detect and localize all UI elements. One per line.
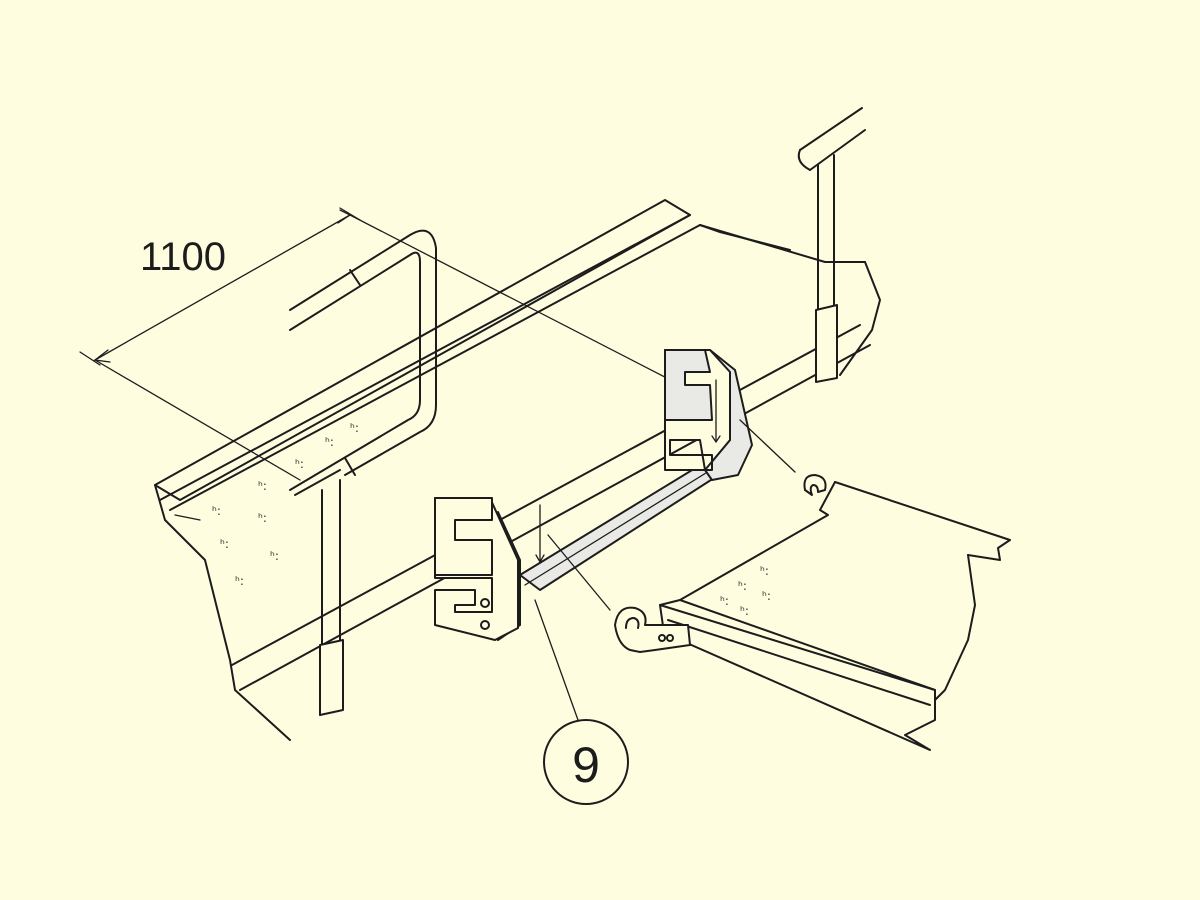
svg-text:ʰ꞉: ʰ꞉	[295, 457, 304, 471]
dimension-1100: 1100	[79, 207, 691, 481]
front-bracket	[434, 497, 545, 641]
leader-lines	[534, 419, 796, 721]
right-post	[797, 107, 866, 383]
svg-text:ʰ꞉: ʰ꞉	[258, 511, 267, 525]
svg-text:ʰ꞉: ʰ꞉	[220, 537, 229, 551]
callout-number: 9	[572, 737, 600, 793]
svg-text:ʰ꞉: ʰ꞉	[235, 574, 244, 588]
svg-text:ʰ꞉: ʰ꞉	[258, 479, 267, 493]
svg-text:ʰ꞉: ʰ꞉	[760, 564, 769, 578]
svg-text:ʰ꞉: ʰ꞉	[740, 604, 749, 618]
svg-text:ʰ꞉: ʰ꞉	[270, 549, 279, 563]
rear-hook	[803, 474, 827, 496]
guard-rail	[289, 229, 437, 716]
svg-text:ʰ꞉: ʰ꞉	[762, 589, 771, 603]
dimension-label: 1100	[140, 235, 226, 279]
svg-text:ʰ꞉: ʰ꞉	[212, 504, 221, 518]
front-hook	[614, 606, 691, 653]
svg-text:ʰ꞉: ʰ꞉	[350, 421, 359, 435]
svg-text:ʰ꞉: ʰ꞉	[738, 579, 747, 593]
callout-9: 9	[543, 719, 629, 805]
rear-bracket	[664, 349, 753, 481]
svg-text:ʰ꞉: ʰ꞉	[720, 594, 729, 608]
right-board: ʰ꞉ ʰ꞉ ʰ꞉ ʰ꞉ ʰ꞉	[659, 481, 1011, 751]
svg-text:ʰ꞉: ʰ꞉	[325, 435, 334, 449]
